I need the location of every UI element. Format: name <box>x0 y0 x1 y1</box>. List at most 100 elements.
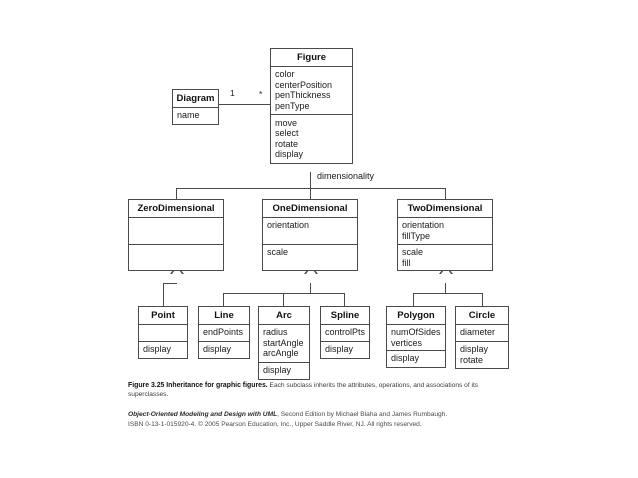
class-name-line: Line <box>199 307 249 325</box>
attribute-item: controlPts <box>325 327 366 337</box>
generalization-drop-onedimensional <box>310 188 311 199</box>
generalization-triangle-twodimensional <box>439 265 453 283</box>
generalization-drop-circle <box>482 293 483 306</box>
attribute-item: numOfSides <box>391 327 441 337</box>
multiplicity-diagram-side: 1 <box>230 88 235 98</box>
generalization-triangle-onedimensional <box>304 265 318 283</box>
generalization-triangle-figure <box>304 154 318 172</box>
generalization-stem-figure <box>310 172 311 188</box>
book-edition-authors: , Second Edition by Michael Blaha and Ja… <box>277 411 448 418</box>
class-operations-zerodimensional <box>129 243 223 270</box>
discriminator-label-dimensionality: dimensionality <box>317 171 375 181</box>
class-box-twodimensional[interactable]: TwoDimensional orientation fillType scal… <box>397 199 493 271</box>
class-attributes-circle: diameter <box>456 325 508 341</box>
class-attributes-arc: radius startAngle arcAngle <box>259 325 309 362</box>
attribute-item: centerPosition <box>275 79 333 90</box>
operation-item: rotate <box>275 138 299 149</box>
class-box-onedimensional[interactable]: OneDimensional orientation scale <box>262 199 358 271</box>
class-box-circle[interactable]: Circle diameter display rotate <box>455 306 509 369</box>
class-operations-spline: display <box>321 340 369 358</box>
operation-item: rotate <box>460 354 484 365</box>
operation-item: select <box>275 128 299 138</box>
generalization-stem-onedim-children <box>310 283 311 293</box>
class-operations-polygon: display <box>387 349 445 367</box>
class-name-figure: Figure <box>271 49 352 67</box>
figure-caption: Figure 3.25 Inheritance for graphic figu… <box>128 381 518 399</box>
generalization-stem-twodim-children <box>445 283 446 293</box>
operation-item: display <box>460 344 489 354</box>
generalization-drop-arc <box>283 293 284 306</box>
generalization-bar-point <box>163 283 177 284</box>
class-name-onedimensional: OneDimensional <box>263 200 357 218</box>
generalization-stem-point <box>163 283 164 306</box>
isbn-copyright-line: ISBN 0-13-1-015920-4. © 2005 Pearson Edu… <box>128 420 422 428</box>
generalization-drop-polygon <box>413 293 414 306</box>
class-operations-onedimensional: scale <box>263 243 357 270</box>
class-attributes-figure: color centerPosition penThickness penTyp… <box>271 67 352 115</box>
operation-item: display <box>391 353 420 363</box>
book-title: Object-Oriented Modeling and Design with… <box>128 411 278 418</box>
generalization-triangle-zerodimensional <box>170 265 184 283</box>
operation-item: fill <box>402 257 411 268</box>
operation-item: scale <box>267 247 289 257</box>
attribute-item: diameter <box>460 327 496 337</box>
class-attributes-spline: controlPts <box>321 325 369 341</box>
class-operations-point: display <box>139 340 187 358</box>
attribute-item: name <box>177 110 200 120</box>
class-name-spline: Spline <box>321 307 369 325</box>
class-attributes-point <box>139 325 187 341</box>
attribute-item: radius <box>263 327 288 337</box>
class-box-figure[interactable]: Figure color centerPosition penThickness… <box>270 48 353 164</box>
association-line-diagram-figure <box>218 104 270 105</box>
generalization-drop-spline <box>344 293 345 306</box>
attribute-item: color <box>275 69 295 79</box>
figure-title: Inheritance for graphic figures. <box>166 382 268 389</box>
class-name-polygon: Polygon <box>387 307 445 325</box>
attribute-item: fillType <box>402 230 431 241</box>
attribute-item: arcAngle <box>263 348 299 358</box>
operation-item: display <box>275 149 304 159</box>
class-name-circle: Circle <box>456 307 508 325</box>
attribute-item: endPoints <box>203 327 244 337</box>
generalization-drop-twodimensional <box>445 188 446 199</box>
operation-item: move <box>275 117 298 128</box>
attribute-item: startAngle <box>263 337 304 348</box>
class-box-polygon[interactable]: Polygon numOfSides vertices display <box>386 306 446 368</box>
generalization-bar-twodim-children <box>413 293 482 294</box>
attribute-item: orientation <box>402 220 445 230</box>
credit-block: Object-Oriented Modeling and Design with… <box>128 410 528 429</box>
class-attributes-diagram: name <box>173 108 218 124</box>
class-attributes-polygon: numOfSides vertices <box>387 325 445 350</box>
class-operations-circle: display rotate <box>456 340 508 369</box>
class-attributes-zerodimensional <box>129 218 223 244</box>
class-attributes-twodimensional: orientation fillType <box>398 218 492 244</box>
operation-item: display <box>143 344 172 354</box>
class-name-point: Point <box>139 307 187 325</box>
generalization-drop-zerodimensional <box>176 188 177 199</box>
figure-number: Figure 3.25 <box>128 382 165 389</box>
operation-item: display <box>263 365 292 375</box>
class-box-spline[interactable]: Spline controlPts display <box>320 306 370 359</box>
multiplicity-figure-side: * <box>259 89 263 99</box>
class-name-arc: Arc <box>259 307 309 325</box>
figure-caption-body: Each subclass inherits the attributes, o… <box>128 382 479 398</box>
class-attributes-onedimensional: orientation <box>263 218 357 244</box>
class-box-diagram[interactable]: Diagram name <box>172 89 219 125</box>
attribute-item: orientation <box>267 220 310 230</box>
class-operations-line: display <box>199 340 249 358</box>
class-box-zerodimensional[interactable]: ZeroDimensional <box>128 199 224 271</box>
class-box-line[interactable]: Line endPoints display <box>198 306 250 359</box>
operation-item: display <box>325 344 354 354</box>
attribute-item: vertices <box>391 337 423 348</box>
operation-item: display <box>203 344 232 354</box>
generalization-drop-line <box>223 293 224 306</box>
operation-item: scale <box>402 247 424 257</box>
class-operations-figure: move select rotate display <box>271 114 352 163</box>
class-box-arc[interactable]: Arc radius startAngle arcAngle display <box>258 306 310 380</box>
class-operations-arc: display <box>259 361 309 379</box>
class-name-diagram: Diagram <box>173 90 218 108</box>
class-attributes-line: endPoints <box>199 325 249 341</box>
attribute-item: penType <box>275 100 310 111</box>
class-box-point[interactable]: Point display <box>138 306 188 359</box>
